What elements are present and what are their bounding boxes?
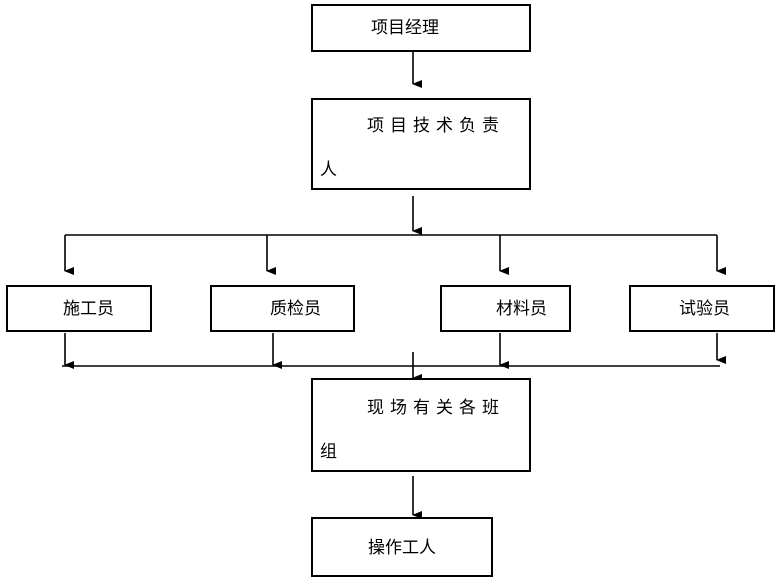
node-tech-lead: 项目技术负责 人	[311, 98, 531, 190]
node-site-teams-label-line2: 组	[320, 442, 337, 462]
node-quality-inspector-label: 质检员	[270, 299, 321, 319]
node-materials-clerk-label: 材料员	[496, 299, 547, 319]
node-materials-clerk: 材料员	[440, 285, 571, 332]
node-tester-label: 试验员	[679, 299, 730, 319]
node-workers-label: 操作工人	[368, 538, 436, 558]
node-site-teams-label-line1: 现场有关各班	[367, 398, 505, 418]
node-tester: 试验员	[629, 285, 775, 332]
node-site-teams: 现场有关各班 组	[311, 378, 531, 472]
node-project-manager-label: 项目经理	[371, 18, 439, 38]
node-quality-inspector: 质检员	[210, 285, 355, 332]
node-tech-lead-label-line1: 项目技术负责	[367, 116, 505, 136]
node-constructor: 施工员	[6, 285, 152, 332]
node-tech-lead-label-line2: 人	[320, 160, 337, 180]
node-workers: 操作工人	[311, 517, 493, 577]
node-constructor-label: 施工员	[63, 299, 114, 319]
node-project-manager: 项目经理	[311, 4, 531, 52]
